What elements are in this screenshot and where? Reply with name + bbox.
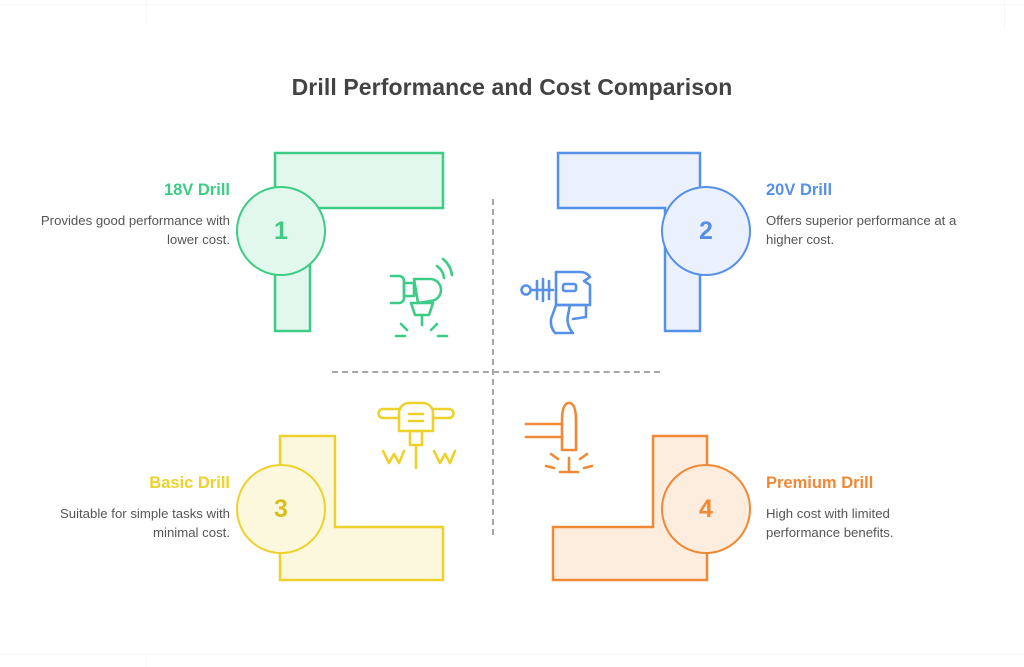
quadrant-1-body: Provides good performance with lower cos… <box>40 212 230 247</box>
quadrant-1-number-circle[interactable] <box>236 186 326 276</box>
rotary-hammer-drill-icon <box>389 257 454 338</box>
quadrant-3-shape[interactable]: 3 <box>236 434 445 582</box>
quadrant-3-heading: Basic Drill <box>149 474 230 492</box>
page-title: Drill Performance and Cost Comparison <box>291 74 733 100</box>
quadrant-1-heading: 18V Drill <box>163 181 230 199</box>
quadrant-1-shape[interactable]: 1 <box>236 151 445 333</box>
quadrant-3-text-block: Basic Drill Suitable for simple tasks wi… <box>28 474 230 542</box>
quadrant-2-shape[interactable]: 2 <box>556 151 751 333</box>
quadrant-2-number-circle[interactable] <box>661 186 751 276</box>
quadrant-3-block <box>278 434 445 582</box>
quadrant-2-block <box>556 151 702 333</box>
quadrant-2-heading: 20V Drill <box>766 181 833 199</box>
jackhammer-icon <box>377 401 457 470</box>
quadrant-2-number: 2 <box>699 217 713 245</box>
quadrant-1-number: 1 <box>274 217 288 245</box>
quadrant-4-text-block: Premium Drill High cost with limited per… <box>766 474 966 542</box>
quadrant-4-body: High cost with limited performance benef… <box>766 505 894 540</box>
quadrant-2-text-block: 20V Drill Offers superior performance at… <box>766 181 966 249</box>
drill-bit-impact-icon <box>524 401 594 474</box>
quadrant-1-text-block: 18V Drill Provides good performance with… <box>34 181 230 249</box>
quadrant-2-body: Offers superior performance at a higher … <box>766 212 957 247</box>
vertical-divider <box>492 199 494 535</box>
quadrant-4-number-circle[interactable] <box>661 464 751 554</box>
quadrant-3-body: Suitable for simple tasks with minimal c… <box>59 505 230 540</box>
quadrant-3-number: 3 <box>274 495 288 523</box>
quadrant-4-heading: Premium Drill <box>766 474 874 492</box>
horizontal-divider <box>332 371 660 373</box>
quadrant-4-block <box>551 434 709 582</box>
quadrant-4-shape[interactable]: 4 <box>551 434 751 582</box>
pistol-grip-drill-icon <box>520 270 592 335</box>
quadrant-4-number: 4 <box>699 495 713 523</box>
quadrant-3-number-circle[interactable] <box>236 464 326 554</box>
